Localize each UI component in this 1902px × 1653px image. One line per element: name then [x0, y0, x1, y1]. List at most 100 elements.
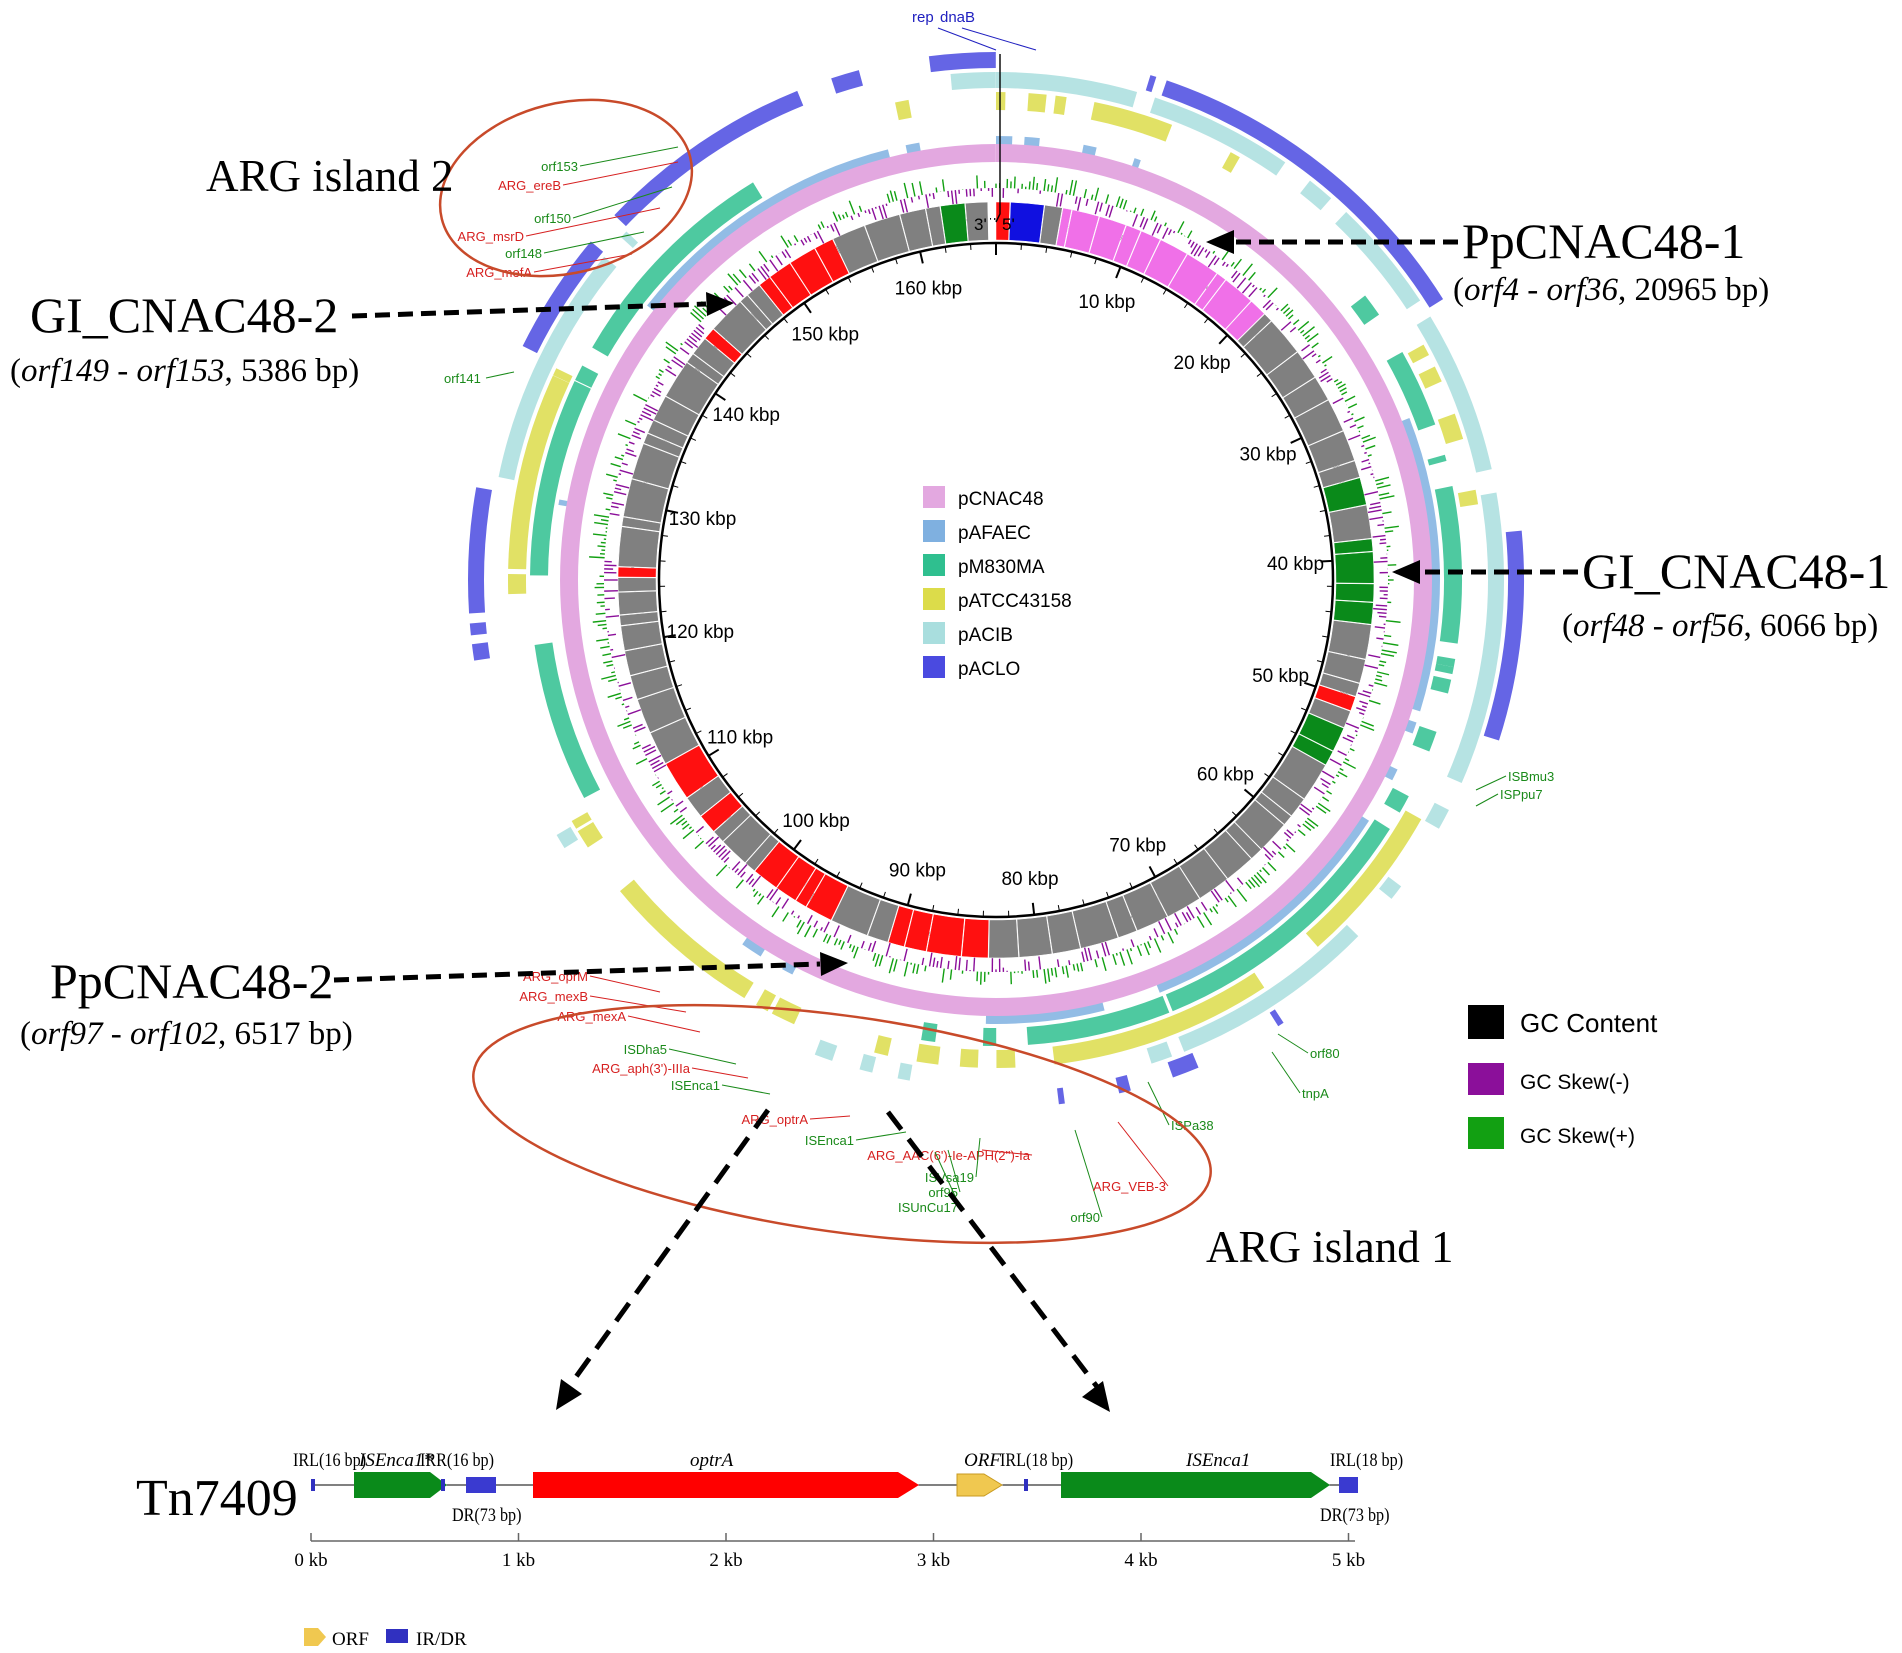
gc-skew-bar	[1186, 906, 1195, 919]
gc-skew-bar	[1376, 484, 1391, 489]
cds-block	[1234, 799, 1285, 850]
kbp-tick	[803, 302, 812, 314]
island2-gene-label: orf153	[541, 159, 578, 174]
gc-skew-bar	[1265, 302, 1274, 311]
cds-block	[1225, 822, 1262, 859]
gc-skew-bar	[658, 369, 664, 373]
gc-skew-bar	[748, 878, 755, 885]
gc-skew-bar	[1076, 963, 1080, 972]
gc-content-bar	[1332, 465, 1340, 469]
gc-skew-bar	[597, 545, 606, 548]
cds-block	[1292, 733, 1334, 766]
legend-swatch-pcnac48	[923, 486, 945, 508]
cds-block	[1319, 672, 1360, 697]
gc-skew-bar	[1301, 350, 1315, 361]
kbp-tick	[1313, 485, 1320, 488]
gc-skew-bar	[928, 950, 933, 967]
kbp-tick-label: 100 kbp	[782, 811, 850, 832]
cds-block	[1225, 301, 1265, 341]
track-block	[1350, 295, 1380, 325]
gc-skew-bar	[667, 365, 672, 370]
gc-skew-bar	[667, 790, 673, 795]
gc-skew-bar	[1229, 892, 1232, 895]
gc-skew-bar	[806, 235, 812, 243]
gc-skew-bar	[1361, 444, 1365, 448]
cds-block	[754, 841, 799, 888]
gc-skew-bar	[1376, 671, 1390, 676]
gc-skew-bar	[1203, 912, 1213, 926]
gc-skew-bar	[1382, 642, 1399, 646]
island1-gene-label: orf90	[1070, 1210, 1100, 1225]
kbp-tick	[932, 904, 935, 912]
track-block	[468, 487, 492, 614]
gc-skew-bar	[1301, 344, 1311, 352]
gc-skew-bar	[1122, 199, 1128, 210]
gc-skew-bar	[832, 211, 839, 222]
tn-scale-label: 1 kb	[502, 1550, 535, 1571]
gc-skew-bar	[1172, 230, 1176, 234]
gc-content-bar	[928, 931, 931, 936]
track-block	[1407, 344, 1430, 364]
cds-block	[1046, 911, 1081, 955]
gc-skew-bar	[878, 955, 884, 967]
tn-legend-irdr-swatch	[386, 1629, 408, 1643]
track-block	[469, 622, 487, 636]
kbp-tick-label: 110 kbp	[707, 728, 773, 749]
gc-skew-bar	[658, 373, 662, 377]
cds-block	[1150, 866, 1200, 917]
gc-skew-bar	[1349, 424, 1357, 429]
cds-block	[1072, 901, 1119, 949]
gc-skew-bar	[881, 204, 888, 220]
gc-skew-bar	[613, 491, 627, 496]
gc-skew-bar	[1348, 434, 1361, 441]
gc-skew-bar	[607, 633, 617, 637]
track-block	[471, 642, 491, 661]
ppcnac48-2-length: , 6517 bp)	[218, 1016, 353, 1052]
cds-block	[713, 806, 751, 842]
gene-leader	[579, 146, 679, 167]
kbp-tick	[1031, 902, 1036, 915]
gc-skew-bar	[763, 263, 770, 272]
gc-skew-bar	[1362, 690, 1372, 695]
kbp-tick	[1319, 509, 1326, 513]
tn-legend-orf-swatch	[304, 1628, 326, 1646]
tn-scale-label: 2 kb	[709, 1550, 742, 1571]
gc-skew-bar	[720, 850, 731, 861]
gc-skew-bar	[820, 221, 825, 229]
gc-skew-bar	[1311, 807, 1315, 810]
gc-skew-bar	[601, 674, 616, 680]
gc-skew-bar	[1104, 940, 1111, 956]
kbp-tick	[1316, 660, 1323, 663]
gc-skew-bar	[912, 963, 916, 974]
kbp-tick	[661, 534, 668, 537]
cds-block	[1106, 895, 1137, 938]
gc-skew-bar	[1359, 724, 1375, 732]
gc-skew-bar	[800, 239, 805, 246]
gc-skew-bar	[872, 952, 877, 961]
gc-skew-bar	[690, 312, 702, 323]
cds-block	[1328, 620, 1372, 660]
gc-skew-bar	[1054, 177, 1059, 193]
cds-block	[1202, 279, 1252, 330]
cds-block	[965, 201, 989, 242]
gc-skew-bar	[1378, 492, 1390, 497]
gc-skew-bar	[679, 806, 688, 813]
gc-skew-bar	[1361, 720, 1374, 727]
kbp-tick	[666, 509, 679, 514]
gc-skew-bar	[1213, 888, 1223, 901]
gc-skew-bar	[1160, 935, 1165, 941]
track-block	[1222, 152, 1240, 173]
gc-skew-bar	[793, 235, 799, 243]
gc-skew-bar	[1180, 232, 1183, 235]
gc-skew-bar	[1347, 403, 1358, 409]
gc-skew-bar	[641, 410, 652, 417]
kbp-tick	[859, 882, 863, 889]
kbp-tick-label: 40 kbp	[1267, 554, 1324, 575]
gc-skew-bar	[1150, 210, 1156, 221]
gc-skew-bar	[1311, 342, 1319, 349]
kbp-tick	[1162, 288, 1167, 295]
gc-skew-bar	[740, 871, 746, 878]
misc-gene-label: orf80	[1310, 1046, 1340, 1061]
gc-skew-bar	[1236, 888, 1248, 902]
